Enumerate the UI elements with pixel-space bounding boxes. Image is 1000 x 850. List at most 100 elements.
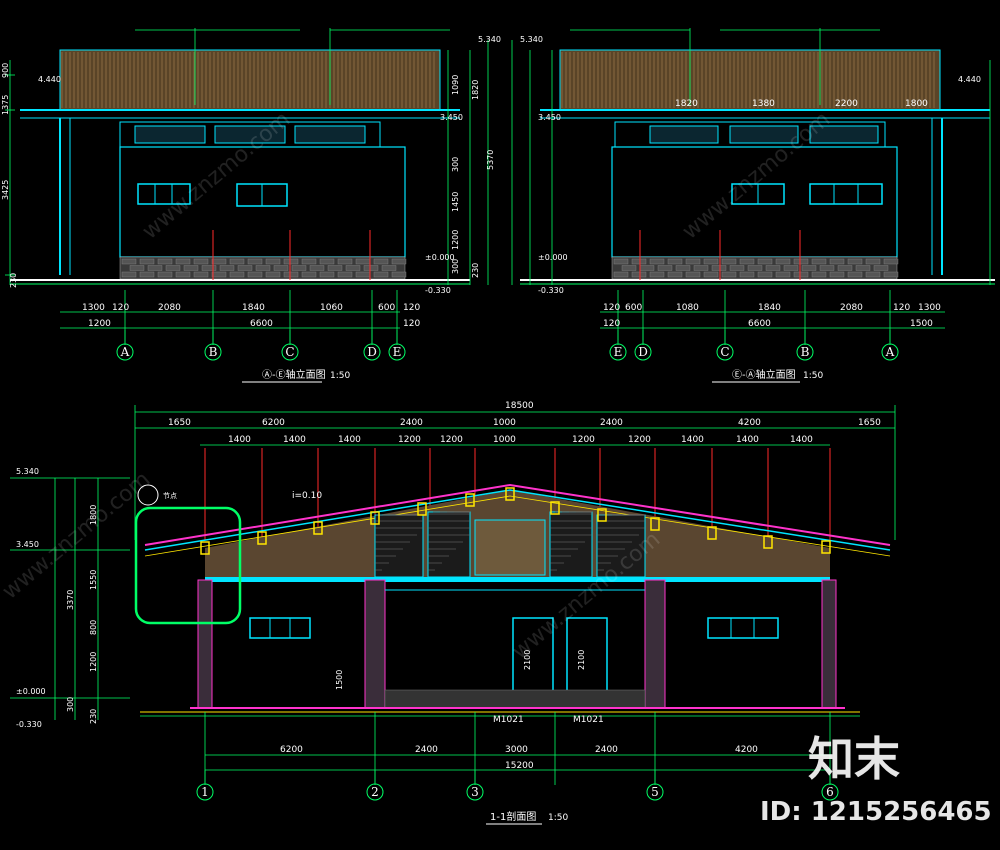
svg-text:1375: 1375 xyxy=(1,95,10,115)
svg-text:1200: 1200 xyxy=(440,435,463,445)
level-right-033: -0.330 xyxy=(538,286,564,295)
svg-text:1200: 1200 xyxy=(628,435,651,445)
axis-bubble: D xyxy=(634,330,652,361)
svg-text:1800: 1800 xyxy=(905,99,928,109)
svg-text:230: 230 xyxy=(9,273,18,288)
glass-panel-2 xyxy=(427,511,471,578)
svg-text:1: 1 xyxy=(201,785,209,799)
svg-text:1080: 1080 xyxy=(676,303,699,313)
svg-text:1450: 1450 xyxy=(451,192,460,212)
svg-text:3000: 3000 xyxy=(505,745,528,755)
svg-text:D: D xyxy=(638,345,648,359)
svg-text:2200: 2200 xyxy=(835,99,858,109)
svg-text:1400: 1400 xyxy=(338,435,361,445)
left-vertical-dims-left: 900 1375 3425 230 xyxy=(1,63,18,288)
svg-text:300: 300 xyxy=(66,697,75,712)
svg-text:2400: 2400 xyxy=(600,418,623,428)
svg-text:300: 300 xyxy=(451,157,460,172)
glass-panel-4 xyxy=(596,514,646,578)
svg-text:1400: 1400 xyxy=(736,435,759,445)
window-left-1 xyxy=(137,183,191,205)
svg-text:6600: 6600 xyxy=(748,319,771,329)
svg-text:6200: 6200 xyxy=(280,745,303,755)
svg-text:2400: 2400 xyxy=(595,745,618,755)
svg-text:1200: 1200 xyxy=(88,319,111,329)
section-window-right xyxy=(707,617,779,639)
section-overall-dim: 18500 xyxy=(505,401,534,411)
svg-text:1500: 1500 xyxy=(910,319,933,329)
svg-text:120: 120 xyxy=(403,319,420,329)
svg-text:D: D xyxy=(367,345,377,359)
svg-text:2: 2 xyxy=(371,785,379,799)
elevation-left: 4.440 5.340 3.450 ±0.000 -0.330 900 1375… xyxy=(1,28,501,383)
svg-text:1200: 1200 xyxy=(451,230,460,250)
level-left-000: ±0.000 xyxy=(425,253,455,262)
svg-text:1400: 1400 xyxy=(283,435,306,445)
svg-text:120: 120 xyxy=(112,303,129,313)
axis-bubble: A xyxy=(881,330,899,361)
door-height-dims: 2100 2100 1500 xyxy=(335,650,586,690)
svg-text:1800: 1800 xyxy=(89,505,98,525)
svg-text:3370: 3370 xyxy=(66,590,75,610)
window-right-2 xyxy=(809,183,883,205)
clerestory-windows-right xyxy=(649,125,879,144)
svg-text:2100: 2100 xyxy=(523,650,532,670)
roof-line-top xyxy=(144,483,891,546)
level-left-345: 3.450 xyxy=(440,113,463,122)
door-label-left: M1021 xyxy=(493,715,524,725)
column-1 xyxy=(197,579,213,709)
section-level-345: 3.450 xyxy=(16,540,39,549)
svg-text:2400: 2400 xyxy=(415,745,438,755)
right-vertical-dims-left: 1090 1820 300 1450 1200 300 5370 230 xyxy=(451,75,495,278)
detail-callout-frame xyxy=(134,506,242,625)
door-label-right: M1021 xyxy=(573,715,604,725)
section-level-534: 5.340 xyxy=(16,467,39,476)
section-left-vertical-dims: 1800 1550 3370 800 1200 300 230 xyxy=(66,505,98,724)
stone-pattern-left xyxy=(121,258,407,278)
svg-text:120: 120 xyxy=(893,303,910,313)
title-section: 1-1剖面图 xyxy=(490,810,536,823)
svg-text:1400: 1400 xyxy=(228,435,251,445)
svg-text:2080: 2080 xyxy=(840,303,863,313)
svg-text:120: 120 xyxy=(403,303,420,313)
glass-panel-3 xyxy=(549,511,593,578)
axis-bubble: C xyxy=(716,330,734,361)
svg-text:1200: 1200 xyxy=(89,652,98,672)
svg-text:600: 600 xyxy=(625,303,642,313)
svg-text:5370: 5370 xyxy=(486,150,495,170)
roof-thatch-lines-right xyxy=(561,52,935,108)
svg-text:230: 230 xyxy=(89,709,98,724)
level-left-033: -0.330 xyxy=(425,286,451,295)
svg-text:1820: 1820 xyxy=(675,99,698,109)
bottom-dims-row1-left: 1300 120 2080 1840 1060 600 120 xyxy=(82,303,420,313)
svg-text:1300: 1300 xyxy=(918,303,941,313)
svg-text:E: E xyxy=(614,345,623,359)
svg-text:1400: 1400 xyxy=(790,435,813,445)
svg-text:6200: 6200 xyxy=(262,418,285,428)
svg-text:1500: 1500 xyxy=(335,670,344,690)
scale-section: 1:50 xyxy=(548,813,568,823)
svg-text:900: 900 xyxy=(1,63,10,78)
svg-text:1650: 1650 xyxy=(858,418,881,428)
watermark-brand: 知末 xyxy=(808,732,900,786)
svg-text:120: 120 xyxy=(603,319,620,329)
detail-marker xyxy=(137,484,159,506)
svg-text:1200: 1200 xyxy=(398,435,421,445)
svg-text:1550: 1550 xyxy=(89,570,98,590)
axis-bubble: B xyxy=(204,330,222,361)
column-5 xyxy=(644,579,666,709)
axis-bubble: D xyxy=(363,330,381,361)
svg-text:1820: 1820 xyxy=(471,80,480,100)
svg-text:3425: 3425 xyxy=(1,180,10,200)
section-bottom-row1: 6200 2400 3000 2400 4200 xyxy=(280,745,758,755)
svg-text:1650: 1650 xyxy=(168,418,191,428)
svg-text:1840: 1840 xyxy=(242,303,265,313)
svg-text:600: 600 xyxy=(378,303,395,313)
svg-text:1060: 1060 xyxy=(320,303,343,313)
svg-text:4200: 4200 xyxy=(735,745,758,755)
svg-text:E: E xyxy=(393,345,402,359)
